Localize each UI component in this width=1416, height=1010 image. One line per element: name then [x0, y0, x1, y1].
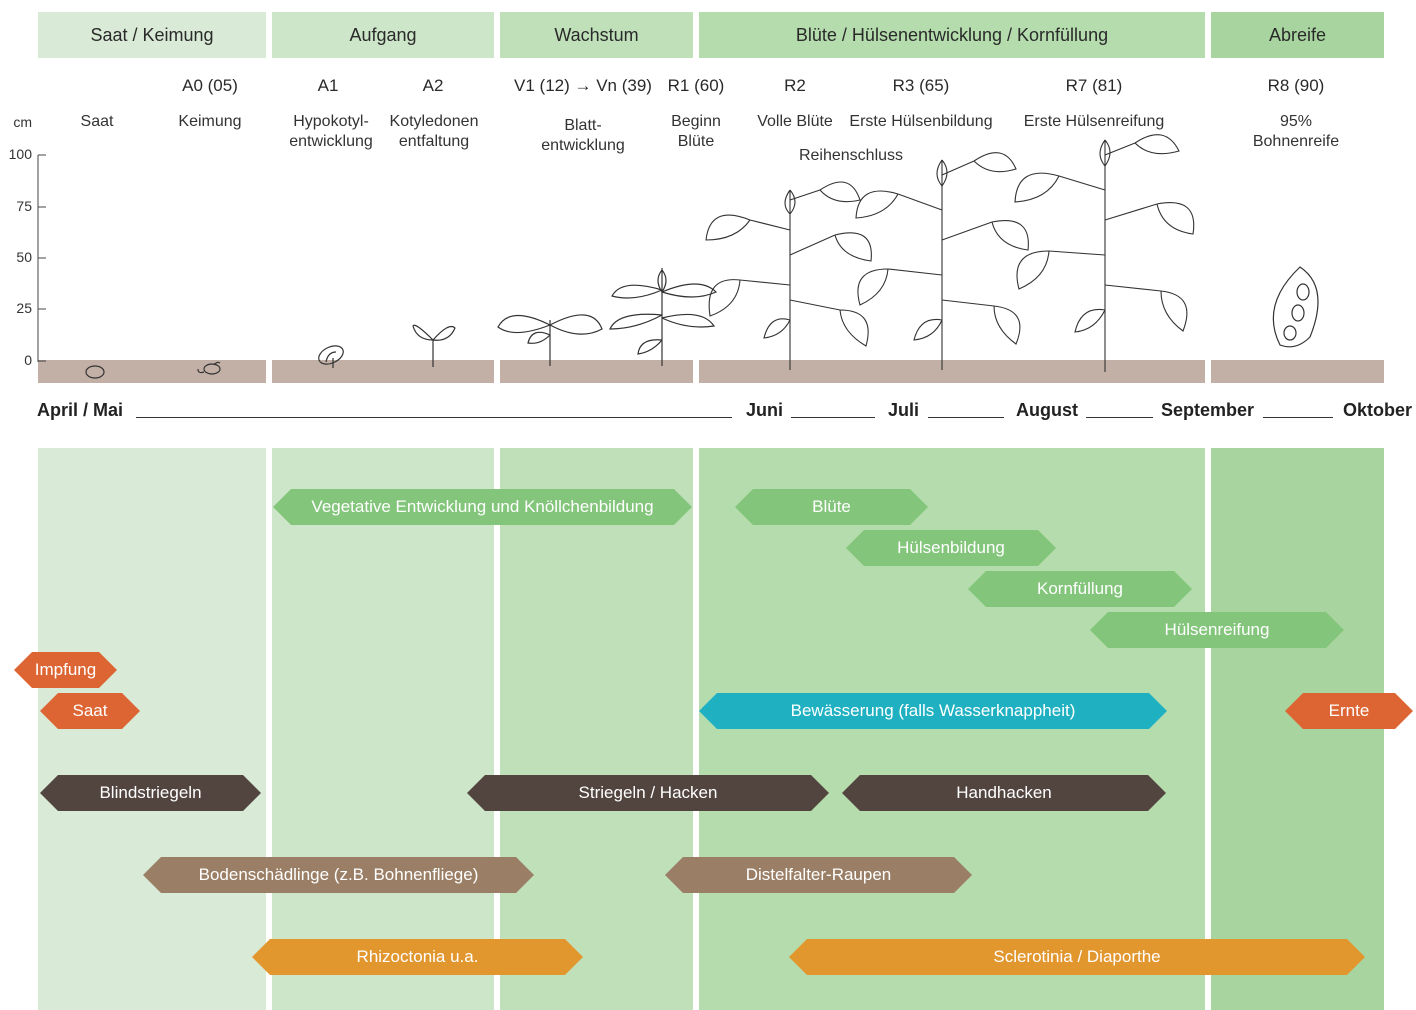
activity-ernte: Ernte	[1285, 693, 1413, 729]
soil-strip	[500, 360, 693, 383]
r3-plant-icon	[855, 152, 1029, 370]
activity-impfung: Impfung	[14, 652, 117, 688]
stage-column-saat	[38, 448, 266, 1010]
desc-hypokotyl: Hypokotyl- entwicklung	[289, 113, 373, 150]
soil-strip	[272, 360, 494, 383]
height-tick-75: 75	[16, 198, 32, 214]
desc-keimung: Keimung	[178, 113, 242, 130]
disease-rhizoctonia: Rhizoctonia u.a.	[252, 939, 583, 975]
desc-blattentwicklung: Blatt- entwicklung	[541, 117, 625, 154]
month-juli: Juli	[888, 400, 920, 420]
stage-header-aufgang: Aufgang	[272, 12, 494, 58]
desc-erste-huelsenbildung: Erste Hülsenbildung	[849, 113, 993, 130]
timeline-segment	[136, 417, 732, 418]
month-september: September	[1161, 400, 1255, 420]
code-r8: R8 (90)	[1267, 76, 1325, 95]
activity-blindstriegeln: Blindstriegeln	[40, 775, 261, 811]
phase-vegetative-entwicklung: Vegetative Entwicklung und Knöllchenbild…	[273, 489, 692, 525]
height-tick-100: 100	[8, 146, 32, 162]
timeline-segment	[928, 417, 1004, 418]
activity-saat: Saat	[40, 693, 140, 729]
code-a2: A2	[422, 76, 444, 95]
vn-plant-icon	[609, 268, 718, 366]
code-a0: A0 (05)	[182, 76, 238, 95]
activity-handhacken: Handhacken	[842, 775, 1166, 811]
month-oktober: Oktober	[1343, 400, 1413, 420]
r2-plant-icon	[705, 181, 872, 370]
code-r7: R7 (81)	[1065, 76, 1123, 95]
stage-header-abreife: Abreife	[1211, 12, 1384, 58]
stage-header-wachstum: Wachstum	[500, 12, 693, 58]
desc-erste-huelsenreifung: Erste Hülsenreifung	[1023, 113, 1165, 130]
desc-kotyledonen: Kotyledonen entfaltung	[389, 113, 479, 150]
month-april-mai: April / Mai	[37, 400, 124, 420]
stage-column-abreife	[1211, 448, 1384, 1010]
activity-striegeln-hacken: Striegeln / Hacken	[467, 775, 829, 811]
cotyledon-seedling-icon	[412, 324, 456, 367]
height-axis-unit: cm	[13, 114, 32, 130]
phase-huelsenbildung: Hülsenbildung	[846, 530, 1056, 566]
height-tick-25: 25	[16, 300, 32, 316]
plant-growth-illustration	[37, 134, 1319, 379]
pest-distelfalter-raupen: Distelfalter-Raupen	[665, 857, 972, 893]
activity-bewaesserung: Bewässerung (falls Wasserknappheit)	[699, 693, 1167, 729]
month-august: August	[1016, 400, 1078, 420]
desc-volle-bluete: Volle Blüte	[757, 113, 833, 130]
code-r3: R3 (65)	[892, 76, 950, 95]
code-r2: R2	[784, 76, 806, 95]
soil-strip	[699, 360, 1205, 383]
mature-pod-icon	[1272, 266, 1319, 348]
phase-huelsenreifung: Hülsenreifung	[1090, 612, 1344, 648]
code-a1: A1	[317, 76, 339, 95]
pest-bodenschaedlinge: Bodenschädlinge (z.B. Bohnenfliege)	[143, 857, 534, 893]
month-juni: Juni	[746, 400, 784, 420]
timeline-segment	[1263, 417, 1333, 418]
phase-kornfuellung: Kornfüllung	[968, 571, 1192, 607]
desc-saat: Saat	[80, 113, 114, 130]
v1-plant-icon	[497, 314, 603, 366]
phase-bluete: Blüte	[735, 489, 928, 525]
stage-column-aufgang	[272, 448, 494, 1010]
desc-reihenschluss: Reihenschluss	[798, 147, 904, 164]
soil-strip	[1211, 360, 1384, 383]
timeline-segment	[791, 417, 875, 418]
stage-header-bluete: Blüte / Hülsenentwicklung / Kornfüllung	[699, 12, 1205, 58]
stage-header-saat-keimung: Saat / Keimung	[38, 12, 266, 58]
germinating-seed-icon	[197, 361, 221, 375]
timeline-segment	[1086, 417, 1153, 418]
desc-beginn-bluete: Beginn Blüte	[671, 113, 721, 150]
height-tick-50: 50	[16, 249, 32, 265]
desc-bohnenreife: 95% Bohnenreife	[1252, 113, 1340, 150]
hypokotyl-seedling-icon	[318, 345, 344, 368]
r7-plant-icon	[1014, 134, 1195, 372]
height-tick-0: 0	[24, 352, 32, 368]
disease-sclerotinia-diaporthe: Sclerotinia / Diaporthe	[789, 939, 1365, 975]
code-v1-vn: V1 (12) → Vn (39)	[514, 76, 652, 95]
height-axis-line	[37, 154, 46, 362]
seed-icon	[85, 365, 105, 379]
stage-column-wachstum	[500, 448, 693, 1010]
code-r1: R1 (60)	[667, 76, 725, 95]
